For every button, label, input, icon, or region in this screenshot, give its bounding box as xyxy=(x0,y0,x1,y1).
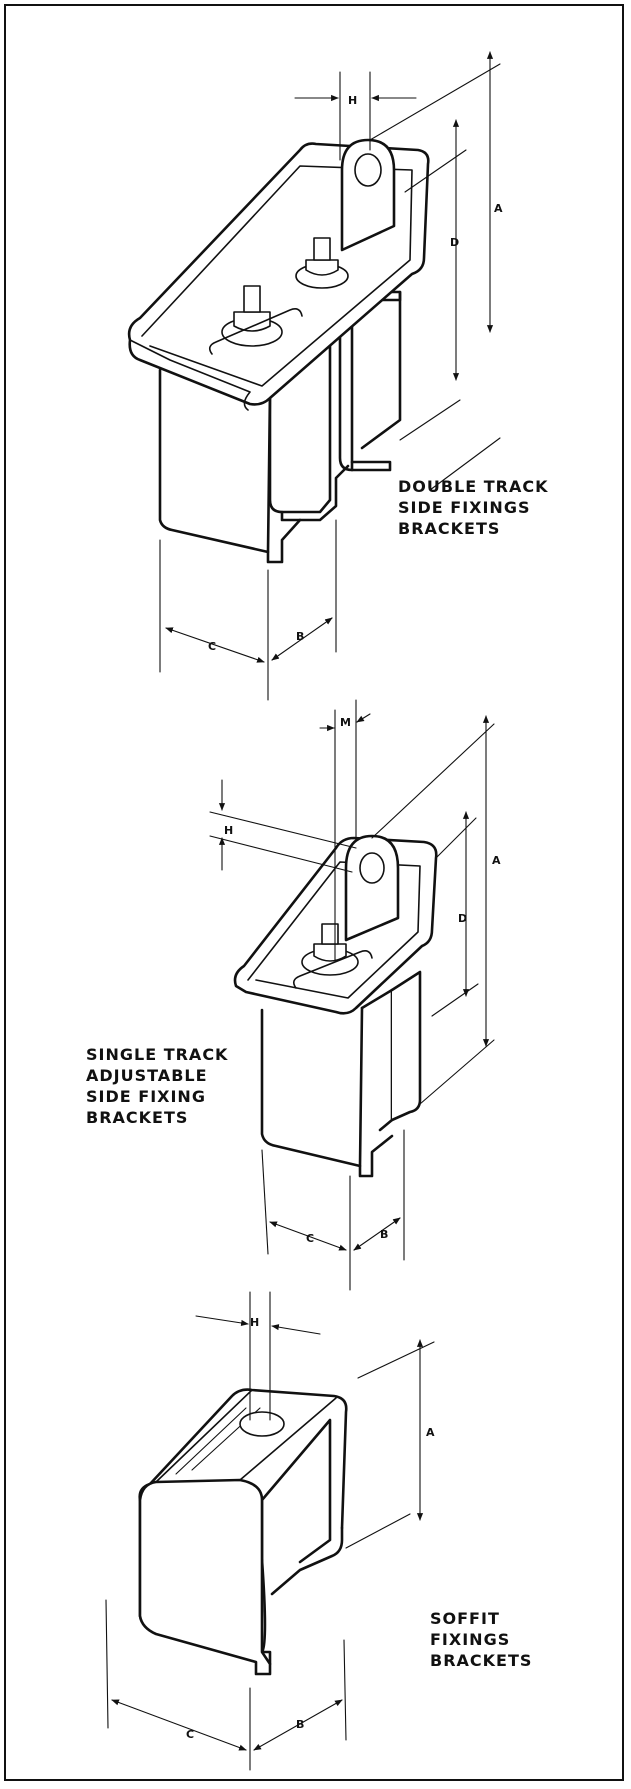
label-b: B xyxy=(296,1718,304,1731)
dimension-line xyxy=(356,713,371,723)
lug xyxy=(344,834,400,942)
caption-line: SIDE FIXING xyxy=(86,1087,206,1106)
channel-back xyxy=(390,970,422,1122)
label-a: A xyxy=(426,1426,435,1439)
double-track-bracket: H A D C B xyxy=(127,51,503,701)
ext-h-top xyxy=(209,811,357,849)
dimension-line xyxy=(175,1407,247,1475)
bolt-rear xyxy=(295,237,349,289)
dim-c xyxy=(269,1221,347,1251)
soffit-hole xyxy=(239,1411,285,1437)
ext-a-bottom xyxy=(419,1039,495,1105)
caption-line: BRACKETS xyxy=(398,519,501,538)
caption-line: BRACKETS xyxy=(430,1651,533,1670)
channel xyxy=(260,1006,364,1168)
ext-a-bottom xyxy=(345,1513,411,1549)
label-b: B xyxy=(296,630,304,643)
label-c: C xyxy=(186,1728,194,1741)
bolt-front xyxy=(221,285,283,347)
channel-lip xyxy=(358,988,394,1178)
label-h: H xyxy=(250,1316,259,1329)
label-b: B xyxy=(380,1228,388,1241)
dimension-line xyxy=(399,399,461,441)
ext-a-bottom xyxy=(429,437,501,491)
dim-b xyxy=(253,1699,343,1751)
label-a: A xyxy=(494,202,503,215)
ext-c-left xyxy=(261,1149,269,1255)
caption-line: DOUBLE TRACK xyxy=(398,477,549,496)
dimension-line xyxy=(195,1315,249,1326)
dimension-line xyxy=(271,1324,321,1335)
caption-line: FIXINGS xyxy=(430,1630,511,1649)
single-track-bracket: M H A D C B xyxy=(209,699,501,1291)
label-d: D xyxy=(458,912,467,925)
dim-c xyxy=(165,627,265,663)
caption-single-track: SINGLE TRACK ADJUSTABLE SIDE FIXING BRAC… xyxy=(86,1044,228,1128)
label-a: A xyxy=(492,854,501,867)
caption-line: SINGLE TRACK xyxy=(86,1045,229,1064)
soffit-top-edge xyxy=(155,1389,337,1483)
ext-a-top xyxy=(357,1341,435,1379)
label-d: D xyxy=(450,236,459,249)
caption-double-track: DOUBLE TRACK SIDE FIXINGS BRACKETS xyxy=(398,476,549,539)
caption-line: SIDE FIXINGS xyxy=(398,498,531,517)
soffit-face xyxy=(138,1478,272,1676)
ext-d-top xyxy=(435,817,477,859)
drawing-frame xyxy=(4,4,624,1781)
dim-c xyxy=(111,1699,247,1751)
flange-edge xyxy=(129,339,251,411)
ext-h-bottom xyxy=(209,835,353,873)
adjust-slot xyxy=(292,950,373,989)
front-channel xyxy=(158,368,272,554)
caption-soffit: SOFFIT FIXINGS BRACKETS xyxy=(430,1608,532,1671)
soffit-bracket: H A C B xyxy=(105,1291,435,1771)
label-h: H xyxy=(348,94,357,107)
rear-channel-side xyxy=(350,290,402,472)
middle-channel-lip xyxy=(280,464,350,522)
label-c: C xyxy=(306,1232,314,1245)
ext-a-top xyxy=(371,723,495,839)
ext-b-right xyxy=(343,1639,347,1741)
label-h: H xyxy=(224,824,233,837)
caption-line: BRACKETS xyxy=(86,1108,189,1127)
dim-b xyxy=(353,1217,401,1251)
caption-line: ADJUSTABLE xyxy=(86,1066,208,1085)
adjust-slot xyxy=(208,308,303,355)
label-m: M xyxy=(340,716,351,729)
lug-hole xyxy=(359,852,385,884)
bolt xyxy=(301,923,359,976)
lug-hole xyxy=(354,153,382,187)
dimension-line xyxy=(431,983,479,1017)
dim-b xyxy=(271,617,333,661)
top-plate-inner xyxy=(141,165,413,387)
front-channel-lip xyxy=(266,518,302,564)
ext-c-left xyxy=(105,1599,109,1729)
label-c: C xyxy=(208,640,216,653)
top-plate-inner xyxy=(247,861,421,999)
caption-line: SOFFIT xyxy=(430,1609,500,1628)
ext-a-top xyxy=(369,63,501,141)
